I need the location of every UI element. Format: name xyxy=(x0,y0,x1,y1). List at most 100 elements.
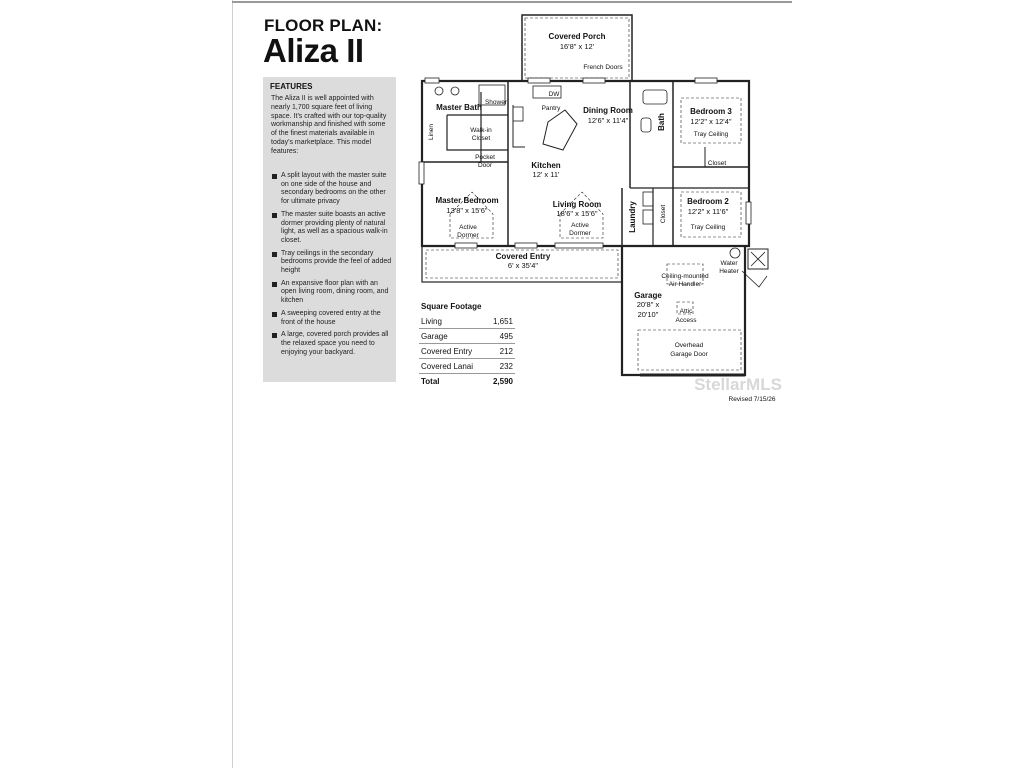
water-heater-line1: Water xyxy=(720,260,738,267)
watermark: StellarMLS xyxy=(694,375,782,394)
window xyxy=(694,77,718,84)
laundry-label: Laundry xyxy=(628,201,637,233)
window xyxy=(554,242,604,249)
feature-item: An expansive floor plan with an open liv… xyxy=(271,280,393,306)
garage-side-wall xyxy=(741,270,768,288)
dining-room-dims: 12'6" x 11'4" xyxy=(588,116,629,125)
covered-entry-dims: 6' x 35'4" xyxy=(508,261,538,270)
air-handler-line1: Ceiling-mounted xyxy=(661,273,709,280)
total-value: 2,590 xyxy=(492,377,513,386)
features-heading: FEATURES xyxy=(270,82,313,91)
entry-dash xyxy=(425,249,619,279)
master-dormer-line1: Active xyxy=(459,224,477,231)
toilet xyxy=(640,117,652,133)
plan-title: Aliza II xyxy=(263,32,364,69)
covered-entry-name: Covered Entry xyxy=(496,252,551,261)
ac-unit xyxy=(747,248,769,270)
window xyxy=(582,77,606,84)
top-rule xyxy=(232,1,792,3)
window xyxy=(418,161,425,185)
washer xyxy=(642,191,654,207)
living-room-dims: 18'6" x 15'6" xyxy=(556,209,597,218)
walkin-closet-line2: Closet xyxy=(472,135,491,142)
garage-dims-line1: 20'8" x xyxy=(637,300,660,309)
bed3-tray-ceiling xyxy=(680,97,742,144)
air-handler-dash xyxy=(666,263,704,285)
bedroom3-name: Bedroom 3 xyxy=(690,107,732,116)
bedroom3-note: Tray Ceiling xyxy=(694,131,729,138)
dining-room-name: Dining Room xyxy=(583,106,633,115)
range-box xyxy=(512,106,524,122)
master-dormer-line2: Dormer xyxy=(457,232,480,239)
feature-item: A large, covered porch provides all the … xyxy=(271,331,393,357)
floor-plan-drawing: Covered Porch 16'8" x 12' French Doors M… xyxy=(418,14,782,403)
shower-box xyxy=(478,84,506,106)
house-outer-wall xyxy=(420,79,751,248)
total-label: Total xyxy=(421,377,440,386)
porch-name: Covered Porch xyxy=(549,32,606,41)
window xyxy=(745,201,752,225)
feature-item: The master suite boasts an active dormer… xyxy=(271,211,393,246)
water-heater-symbol xyxy=(729,247,741,259)
row-value: 232 xyxy=(486,358,515,374)
attic-line2: Access xyxy=(676,317,698,324)
bedroom3-dims: 12'2" x 12'4" xyxy=(690,117,731,126)
living-dormer-line2: Dormer xyxy=(569,230,592,237)
kitchen-island xyxy=(542,109,578,151)
living-dormer-dash xyxy=(559,191,604,239)
closet2-label: Closet xyxy=(660,205,667,224)
row-label: Covered Entry xyxy=(419,343,487,359)
window xyxy=(514,242,538,249)
bed2-tray-ceiling xyxy=(680,191,742,238)
kitchen-dims: 12' x 11' xyxy=(533,170,560,179)
attic-access-dash xyxy=(676,301,694,315)
pocket-door-line2: Door xyxy=(478,162,493,169)
row-label: Garage xyxy=(419,328,487,344)
shower-label: Shower xyxy=(485,99,508,106)
walkin-closet-line1: Walk-in xyxy=(470,127,492,134)
living-room-name: Living Room xyxy=(553,200,601,209)
closet-label: Closet xyxy=(708,160,727,167)
pocket-door-line1: Pocket xyxy=(475,154,495,161)
kitchen-name: Kitchen xyxy=(531,161,560,170)
french-doors-label: French Doors xyxy=(583,64,623,71)
air-handler-line2: Air Handler xyxy=(669,281,702,288)
pantry-label: Pantry xyxy=(542,105,562,112)
row-value: 212 xyxy=(486,343,515,359)
revised-date: Revised 7/15/26 xyxy=(729,396,776,403)
master-dormer-dash xyxy=(449,191,494,239)
feature-item: Tray ceilings in the secondary bedrooms … xyxy=(271,250,393,276)
living-dormer-line1: Active xyxy=(571,222,589,229)
bathtub xyxy=(642,89,668,105)
dw-box xyxy=(532,85,562,99)
row-value: 495 xyxy=(486,328,515,344)
master-bath-label: Master Bath xyxy=(436,103,482,112)
dw-label: DW xyxy=(549,91,561,98)
bedroom2-note: Tray Ceiling xyxy=(691,224,726,231)
sink-2 xyxy=(450,86,460,96)
row-value: 1,651 xyxy=(486,314,515,329)
attic-line1: Attic xyxy=(680,308,693,315)
features-intro: The Aliza II is well appointed with near… xyxy=(271,95,387,155)
bedroom2-name: Bedroom 2 xyxy=(687,197,729,206)
bath-label: Bath xyxy=(657,113,666,131)
feature-item: A split layout with the master suite on … xyxy=(271,172,393,207)
window xyxy=(527,77,551,84)
square-footage-heading: Square Footage xyxy=(421,302,482,311)
sink-1 xyxy=(434,86,444,96)
features-list: A split layout with the master suite on … xyxy=(271,172,393,361)
dryer xyxy=(642,209,654,225)
ac-unit-x xyxy=(750,251,766,267)
master-bedroom-name: Master Bedroom xyxy=(435,196,498,205)
wall-walkin-closet xyxy=(446,114,508,151)
master-bedroom-dims: 13'8" x 15'6" xyxy=(446,206,487,215)
garage-name: Garage xyxy=(634,291,662,300)
row-label: Living xyxy=(419,314,487,329)
bedroom2-dims: 12'2" x 11'6" xyxy=(688,207,729,216)
features-panel xyxy=(263,77,396,382)
feature-item: A sweeping covered entry at the front of… xyxy=(271,310,393,327)
total-row: Total 2,590 xyxy=(419,374,515,389)
